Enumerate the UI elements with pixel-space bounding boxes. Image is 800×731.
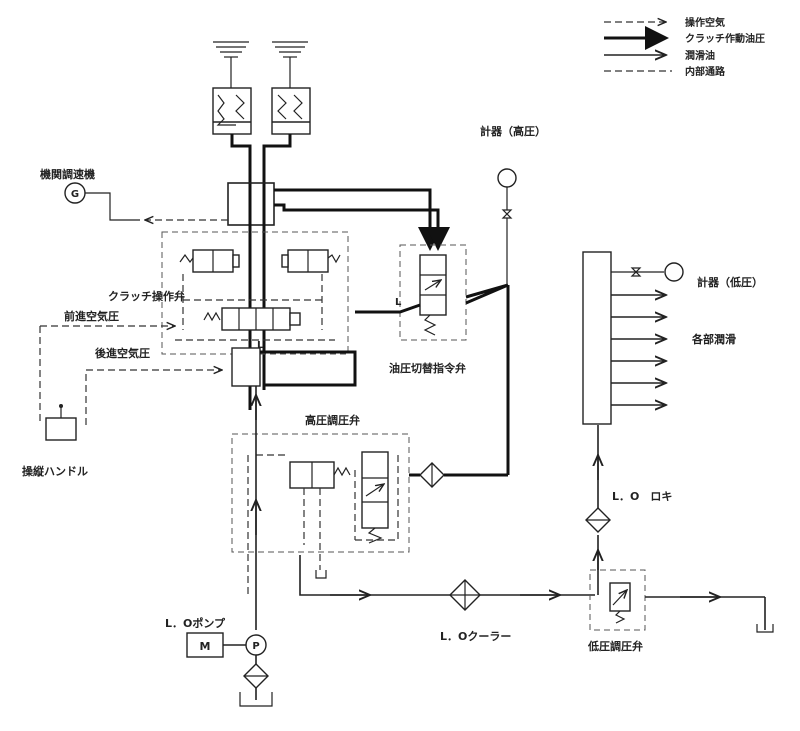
cooler-line: L．Oクーラー [299,555,595,643]
control-handle: 操縦ハンドル [22,404,88,478]
legend: 操作空気 クラッチ作動油圧 潤滑油 内部通路 [604,16,765,78]
legend-label-internal: 内部通路 [685,65,726,78]
legend-label-lube-oil: 潤滑油 [685,49,715,62]
high-pressure-regulating-valve: 高圧調圧弁 [231,413,508,579]
gauge-high-circle [497,168,517,188]
gauge-low-label: 計器（低圧） [697,275,763,289]
tank-symbol-right [272,41,308,88]
clutch-valve-label: クラッチ操作弁 [108,289,185,303]
pressure-switch-valve-label: 油圧切替指令弁 [389,361,466,375]
engine-governor: 機関調速機 G [40,167,140,221]
central-manifold [145,182,450,410]
port-L2-label: L [395,297,402,308]
control-handle-label: 操縦ハンドル [22,464,88,478]
lo-filter: L．O ロキ [585,425,672,595]
clutch-cylinders [212,41,311,185]
low-pressure-valve-label: 低圧調圧弁 [587,639,643,653]
pressure-switch-valve: 油圧切替指令弁 [355,244,510,475]
lo-filter-label: L．O ロキ [612,490,672,503]
gauge-high-label: 計器（高圧） [480,124,546,138]
lo-cooler-label: L．Oクーラー [440,630,511,643]
port-L-label: L [257,340,264,351]
clutch-cylinder-left [212,87,252,135]
lo-pump-unit: L．Oポンプ M P [165,616,273,707]
legend-label-air: 操作空気 [685,16,725,29]
tank-symbol-left [213,41,249,88]
astern-air-label: 後進空気圧 [95,346,150,360]
high-pressure-gauge: 計器（高圧） [480,124,546,285]
lubrication-manifold: 計器（低圧） 各部潤滑 [582,251,763,425]
engine-governor-label: 機関調速機 [40,167,95,181]
control-handle-box [45,417,77,441]
air-pressure-inputs: 前進空気圧 後進空気圧 [39,309,222,425]
lo-pump-label: L．Oポンプ [165,616,226,630]
gauge-low-circle [664,262,684,282]
governor-symbol: G [71,189,79,200]
ahead-air-label: 前進空気圧 [64,309,119,323]
main-supply [247,386,256,630]
lower-manifold [231,347,357,387]
motor-symbol: M [200,640,211,653]
clutch-control-valve: クラッチ操作弁 L [108,231,349,355]
legend-label-clutch-oil: クラッチ作動油圧 [685,32,765,45]
high-pressure-valve-label: 高圧調圧弁 [305,413,360,427]
low-pressure-regulating-valve: 低圧調圧弁 [587,569,774,653]
lubrication-points-label: 各部潤滑 [691,332,736,346]
pump-symbol: P [252,641,259,652]
